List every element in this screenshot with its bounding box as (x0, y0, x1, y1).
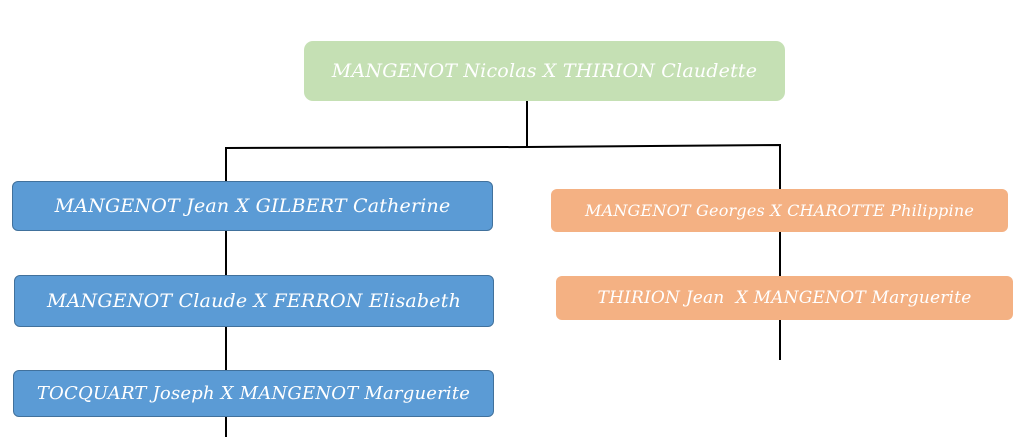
right-couple-label-1: MANGENOT Georges X CHAROTTE Philippine (584, 201, 974, 220)
left-couple-label-2: MANGENOT Claude X FERRON Elisabeth (46, 290, 462, 312)
left-couple-box-1: MANGENOT Jean X GILBERT Catherine (12, 181, 493, 231)
right-couple-box-2: THIRION Jean X MANGENOT Marguerite (556, 276, 1013, 320)
root-couple-label: MANGENOT Nicolas X THIRION Claudette (331, 60, 758, 82)
right-couple-label-2: THIRION Jean X MANGENOT Marguerite (597, 288, 972, 308)
left-couple-label-1: MANGENOT Jean X GILBERT Catherine (54, 195, 451, 217)
left-couple-label-3: TOCQUART Joseph X MANGENOT Marguerite (36, 383, 471, 404)
left-couple-box-2: MANGENOT Claude X FERRON Elisabeth (14, 275, 494, 327)
branch-bar-line (225, 143, 781, 152)
right-couple-box-1: MANGENOT Georges X CHAROTTE Philippine (551, 189, 1008, 232)
left-couple-box-3: TOCQUART Joseph X MANGENOT Marguerite (13, 370, 494, 417)
root-couple-box: MANGENOT Nicolas X THIRION Claudette (304, 41, 785, 101)
